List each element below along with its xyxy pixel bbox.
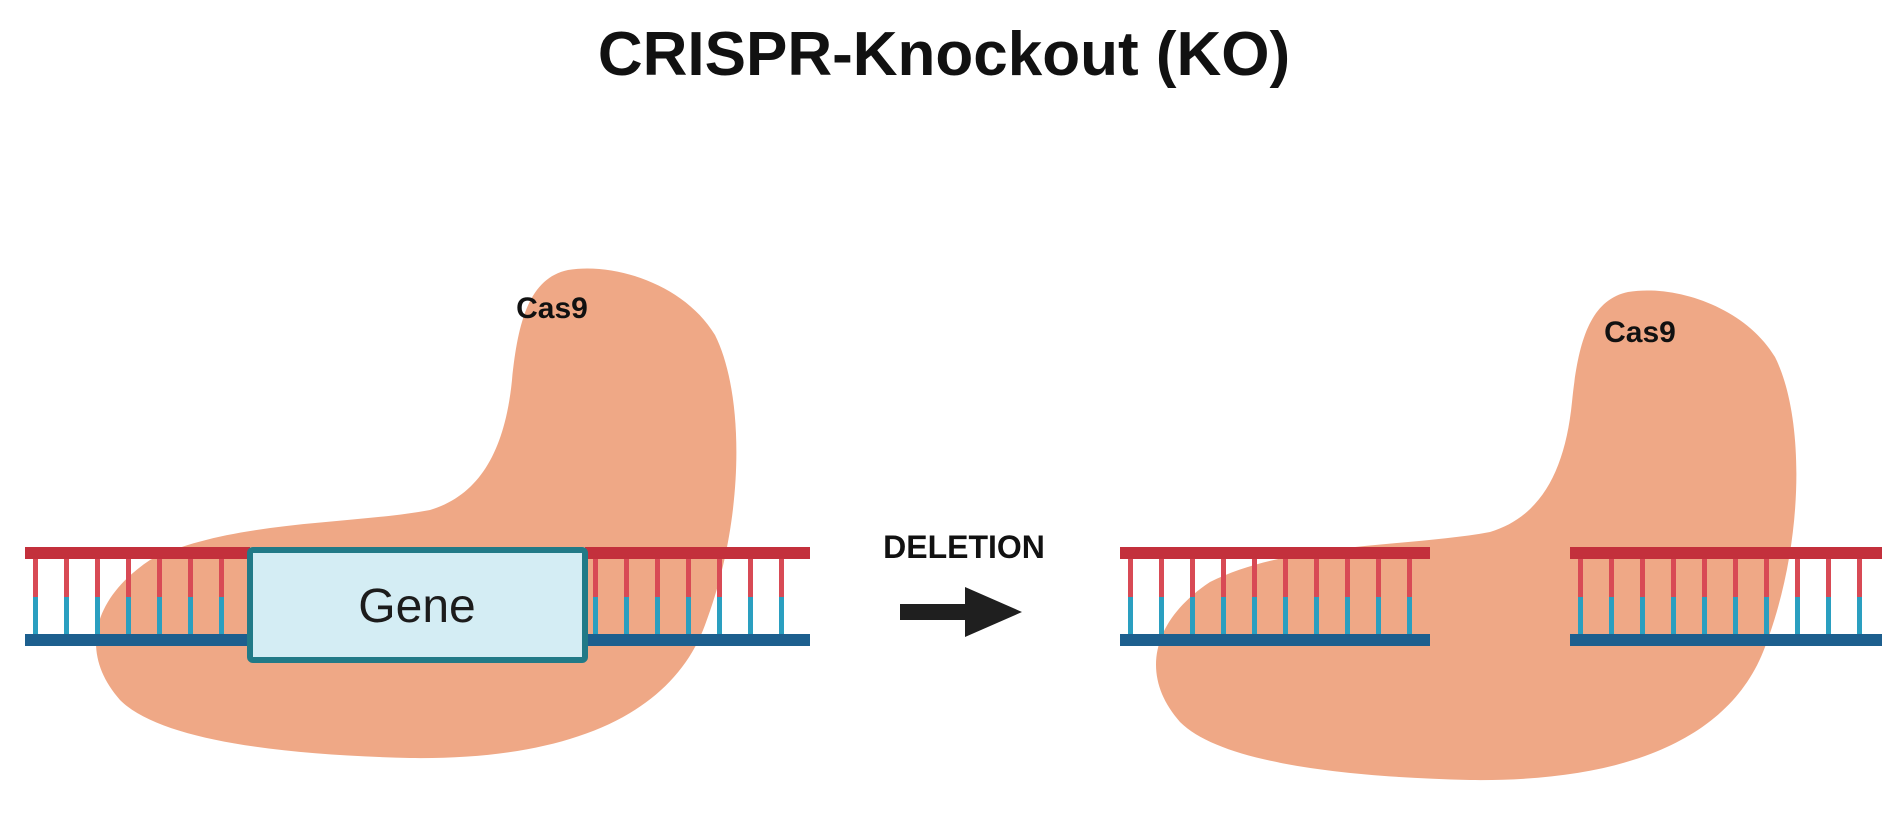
cas9-label-left: Cas9 bbox=[516, 292, 588, 325]
dna-rung-top bbox=[64, 559, 69, 597]
dna-rung-bottom bbox=[748, 597, 753, 634]
dna-rung-top bbox=[1764, 559, 1769, 597]
cas9-protein-right bbox=[1156, 290, 1797, 781]
dna-strand-bottom bbox=[1570, 634, 1882, 646]
dna-rung-top bbox=[1857, 559, 1862, 597]
dna-rung-top bbox=[1609, 559, 1614, 597]
dna-right-segment bbox=[585, 547, 810, 646]
dna-rung-top bbox=[624, 559, 629, 597]
dna-rung-bottom bbox=[1376, 597, 1381, 634]
dna-rung-bottom bbox=[1826, 597, 1831, 634]
dna-cut-right-segment bbox=[1570, 547, 1882, 646]
dna-rung-bottom bbox=[1857, 597, 1862, 634]
deletion-step: DELETION bbox=[883, 529, 1045, 637]
gene-label: Gene bbox=[358, 580, 475, 633]
after-panel: Cas9 bbox=[1120, 290, 1882, 781]
gene-box-rect bbox=[247, 547, 588, 663]
dna-strand-bottom bbox=[25, 634, 250, 646]
dna-rung-bottom bbox=[157, 597, 162, 634]
dna-rung-top bbox=[593, 559, 598, 597]
dna-rung-top bbox=[1314, 559, 1319, 597]
dna-rung-bottom bbox=[1609, 597, 1614, 634]
dna-rung-top bbox=[1252, 559, 1257, 597]
dna-rung-top bbox=[1671, 559, 1676, 597]
dna-rung-bottom bbox=[219, 597, 224, 634]
dna-rung-top bbox=[655, 559, 660, 597]
dna-rung-bottom bbox=[1795, 597, 1800, 634]
dna-rung-top bbox=[1190, 559, 1195, 597]
dna-rung-top bbox=[717, 559, 722, 597]
dna-rung-bottom bbox=[188, 597, 193, 634]
dna-rung-top bbox=[188, 559, 193, 597]
dna-rung-top bbox=[1345, 559, 1350, 597]
dna-rung-top bbox=[1640, 559, 1645, 597]
dna-rung-bottom bbox=[1221, 597, 1226, 634]
dna-cut-left-segment bbox=[1120, 547, 1430, 646]
dna-rung-bottom bbox=[126, 597, 131, 634]
dna-rung-bottom bbox=[1190, 597, 1195, 634]
dna-rung-top bbox=[779, 559, 784, 597]
dna-rung-bottom bbox=[1407, 597, 1412, 634]
dna-rung-bottom bbox=[655, 597, 660, 634]
right-arrow-icon bbox=[900, 587, 1022, 637]
before-panel: Cas9 Gene bbox=[25, 268, 810, 759]
dna-rung-bottom bbox=[33, 597, 38, 634]
dna-strand-bottom bbox=[585, 634, 810, 646]
dna-strand-top bbox=[1570, 547, 1882, 559]
dna-rung-top bbox=[1407, 559, 1412, 597]
dna-rung-bottom bbox=[1733, 597, 1738, 634]
dna-rung-top bbox=[157, 559, 162, 597]
dna-rung-bottom bbox=[1314, 597, 1319, 634]
dna-rung-top bbox=[1376, 559, 1381, 597]
diagram-title: CRISPR-Knockout (KO) bbox=[598, 20, 1290, 89]
dna-rung-top bbox=[33, 559, 38, 597]
dna-rung-top bbox=[126, 559, 131, 597]
dna-rung-bottom bbox=[64, 597, 69, 634]
dna-rung-bottom bbox=[1640, 597, 1645, 634]
dna-rung-top bbox=[219, 559, 224, 597]
dna-rung-bottom bbox=[624, 597, 629, 634]
dna-rung-top bbox=[1578, 559, 1583, 597]
dna-rung-top bbox=[1702, 559, 1707, 597]
dna-rung-bottom bbox=[686, 597, 691, 634]
dna-rung-top bbox=[95, 559, 100, 597]
cas9-label-right: Cas9 bbox=[1604, 316, 1676, 349]
dna-rung-bottom bbox=[1345, 597, 1350, 634]
cas9-protein-left bbox=[96, 268, 737, 759]
dna-rung-bottom bbox=[1159, 597, 1164, 634]
dna-strand-top bbox=[1120, 547, 1430, 559]
dna-rung-bottom bbox=[1671, 597, 1676, 634]
dna-strand-bottom bbox=[1120, 634, 1430, 646]
dna-rung-top bbox=[1221, 559, 1226, 597]
dna-rung-bottom bbox=[779, 597, 784, 634]
dna-rung-top bbox=[748, 559, 753, 597]
dna-rung-top bbox=[1159, 559, 1164, 597]
dna-left-segment bbox=[25, 547, 250, 646]
dna-strand-top bbox=[585, 547, 810, 559]
dna-rung-top bbox=[686, 559, 691, 597]
dna-rung-bottom bbox=[1128, 597, 1133, 634]
dna-rung-bottom bbox=[717, 597, 722, 634]
dna-rung-top bbox=[1733, 559, 1738, 597]
dna-rung-bottom bbox=[1283, 597, 1288, 634]
dna-rung-top bbox=[1795, 559, 1800, 597]
gene-box: Gene bbox=[247, 547, 588, 663]
dna-rung-top bbox=[1826, 559, 1831, 597]
dna-rung-bottom bbox=[1702, 597, 1707, 634]
dna-rung-top bbox=[1283, 559, 1288, 597]
dna-strand-top bbox=[25, 547, 250, 559]
dna-rung-bottom bbox=[1578, 597, 1583, 634]
dna-rung-bottom bbox=[1764, 597, 1769, 634]
dna-rung-bottom bbox=[1252, 597, 1257, 634]
deletion-label: DELETION bbox=[883, 529, 1045, 565]
dna-rung-bottom bbox=[593, 597, 598, 634]
dna-rung-top bbox=[1128, 559, 1133, 597]
dna-rung-bottom bbox=[95, 597, 100, 634]
